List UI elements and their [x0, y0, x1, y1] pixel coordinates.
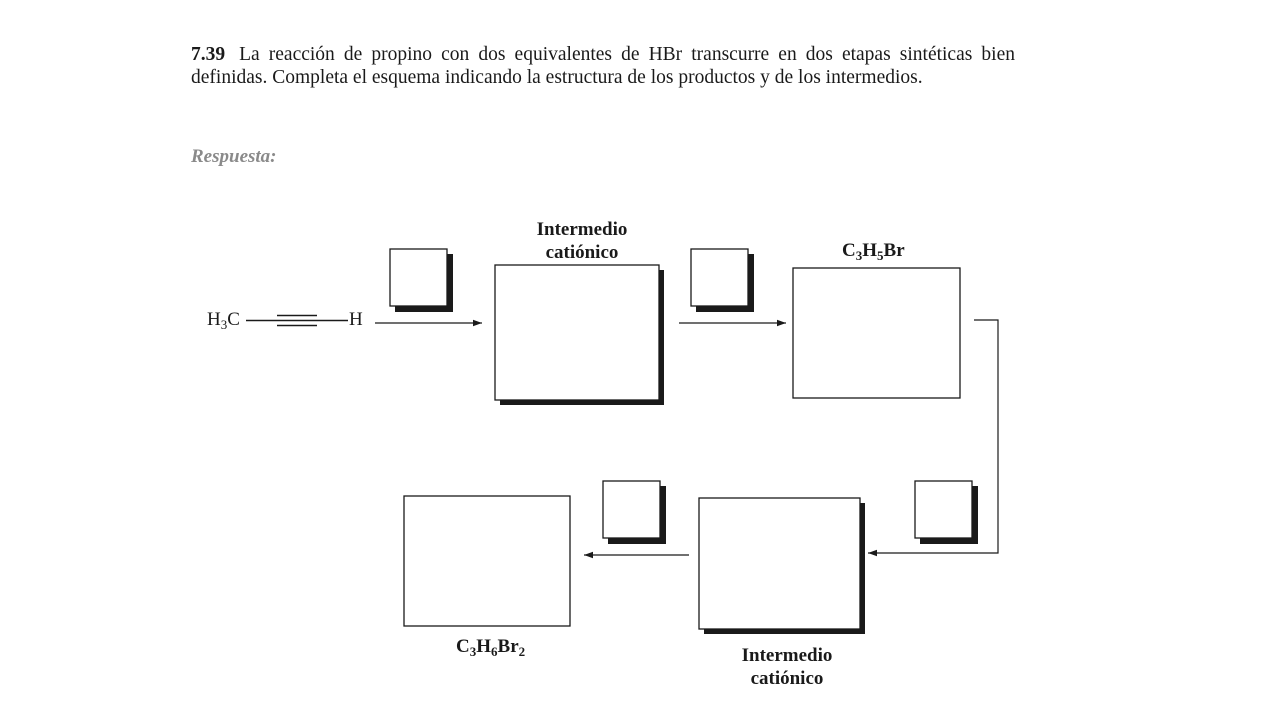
reagent-box-4[interactable]: [602, 480, 666, 544]
reagent-box-2[interactable]: [690, 248, 754, 312]
product-2-formula: C3H6Br2: [456, 636, 526, 659]
reactant-methyl-group: H3C: [207, 309, 240, 332]
triple-bond: [246, 314, 348, 327]
answer-label: Respuesta:: [191, 146, 277, 167]
product-box-1[interactable]: [792, 267, 961, 399]
reactant-terminal-h: H: [349, 309, 363, 330]
intermediate-box-2[interactable]: [698, 497, 865, 634]
problem-number: 7.39: [191, 44, 226, 65]
problem-text: La reacción de propino con dos equivalen…: [191, 44, 1015, 88]
product-1-formula: C3H5Br: [842, 240, 905, 263]
arrow-3: [868, 319, 999, 557]
reagent-box-3[interactable]: [914, 480, 978, 544]
intermediate-box-1[interactable]: [494, 264, 664, 405]
product-box-2[interactable]: [403, 495, 571, 627]
reagent-box-1[interactable]: [389, 248, 453, 312]
